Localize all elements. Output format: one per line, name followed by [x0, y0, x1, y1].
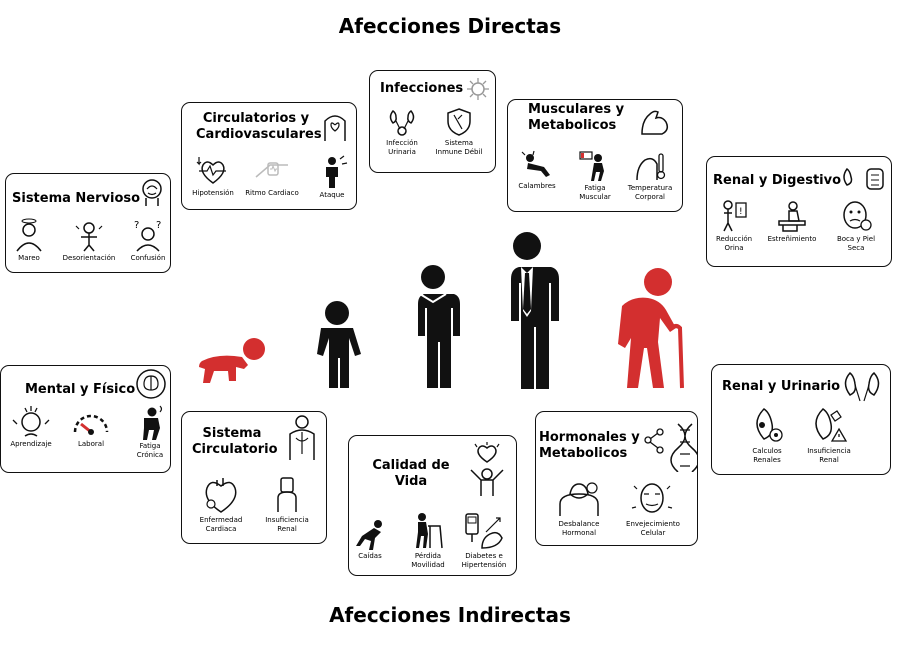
card-title: Musculares y Metabolicos — [528, 102, 625, 133]
svg-text:?: ? — [156, 220, 161, 231]
learning-head-icon — [12, 406, 50, 437]
walker-person-icon — [416, 513, 443, 549]
low-pressure-heart-icon — [196, 157, 226, 184]
wrist-pulse-icon — [255, 162, 288, 178]
brain-head-icon — [142, 179, 162, 206]
brain-circle-icon — [136, 369, 166, 399]
child-figure — [317, 301, 361, 388]
card-mental-fisico: Mental y Físico Aprendizaje Laboral Fati… — [0, 365, 171, 473]
dry-face-icon — [843, 201, 872, 231]
cramp-person-icon — [521, 150, 550, 177]
shield-icon — [447, 108, 471, 136]
thermometer-head-icon — [636, 153, 666, 181]
item-ritmo-cardiaco: Ritmo Cardiaco — [237, 155, 307, 198]
item-mareo: Mareo — [0, 218, 64, 263]
item-calambres: Calambres — [502, 150, 572, 191]
card-circulatorios: Circulatorios y Cardiovasculares Hipoten… — [181, 102, 357, 210]
item-aprendizaje: Aprendizaje — [0, 404, 66, 449]
exhausted-person-icon — [143, 405, 163, 440]
confused-person-icon: ?? — [134, 220, 161, 252]
svg-text:?: ? — [134, 220, 139, 231]
dizzy-person-icon — [16, 218, 42, 252]
baby-crawling-figure — [199, 338, 265, 383]
kidney-stone-icon — [756, 408, 783, 442]
card-title: Sistema Nervioso — [12, 191, 141, 206]
teen-figure — [412, 265, 460, 388]
heart-organ-icon — [205, 478, 237, 513]
hand-monitor-icon — [277, 477, 297, 512]
card-title: Renal y Urinario — [722, 379, 841, 394]
heart-attack-person-icon — [326, 155, 348, 188]
kidney-intestine-icon — [843, 167, 884, 190]
card-title: Sistema Circulatorio — [192, 426, 278, 457]
kidney-warning-icon — [815, 408, 848, 442]
card-title: Hormonales y Metabolicos — [539, 430, 640, 461]
falling-person-icon — [356, 520, 382, 550]
card-title: Mental y Físico — [25, 382, 136, 397]
card-title: Calidad de Vida — [372, 458, 450, 489]
bottom-heading: Afecciones Indirectas — [329, 603, 571, 627]
teen-collar — [419, 294, 447, 304]
item-hipotension: Hipotensión — [178, 155, 248, 198]
toilet-person-icon: ! — [723, 200, 747, 232]
item-confusion: ?? Confusión — [130, 220, 166, 262]
aging-face-icon — [631, 483, 673, 513]
item-laboral: Laboral — [56, 404, 126, 449]
disoriented-person-icon — [75, 222, 103, 252]
glucometer-icon — [465, 513, 503, 549]
item-ataque: Ataque — [297, 155, 367, 200]
adult-figure — [503, 232, 559, 389]
item-estrenimiento: Estreñimiento — [757, 199, 827, 244]
elderly-figure — [618, 268, 684, 389]
item-desorientacion: Desorientación — [54, 218, 124, 263]
card-title: Infecciones — [380, 81, 464, 96]
top-heading: Afecciones Directas — [338, 14, 562, 38]
tired-battery-person-icon — [579, 151, 604, 181]
gauge-icon — [73, 414, 109, 435]
card-sistema-nervioso: Sistema Nervioso Mareo Desorientación ??… — [5, 173, 171, 273]
body-circulation-icon — [289, 415, 315, 460]
muscle-arm-icon — [641, 110, 669, 135]
toilet-sitting-icon — [778, 201, 806, 232]
virus-icon — [467, 78, 489, 100]
svg-text:!: ! — [739, 207, 743, 217]
card-title: Circulatorios y Cardiovasculares — [196, 111, 322, 142]
molecule-dna-icon — [644, 423, 698, 472]
item-caidas: Caídas — [335, 518, 405, 561]
card-musculares: Musculares y Metabolicos Calambres Fatig… — [507, 99, 683, 212]
hormone-gland-icon — [559, 482, 599, 516]
torso-heart-icon — [324, 115, 346, 141]
card-title: Renal y Digestivo — [713, 173, 842, 188]
kidneys-icon — [844, 371, 880, 402]
heart-cheering-person-icon — [470, 442, 504, 496]
kidney-bladder-icon — [389, 110, 415, 136]
